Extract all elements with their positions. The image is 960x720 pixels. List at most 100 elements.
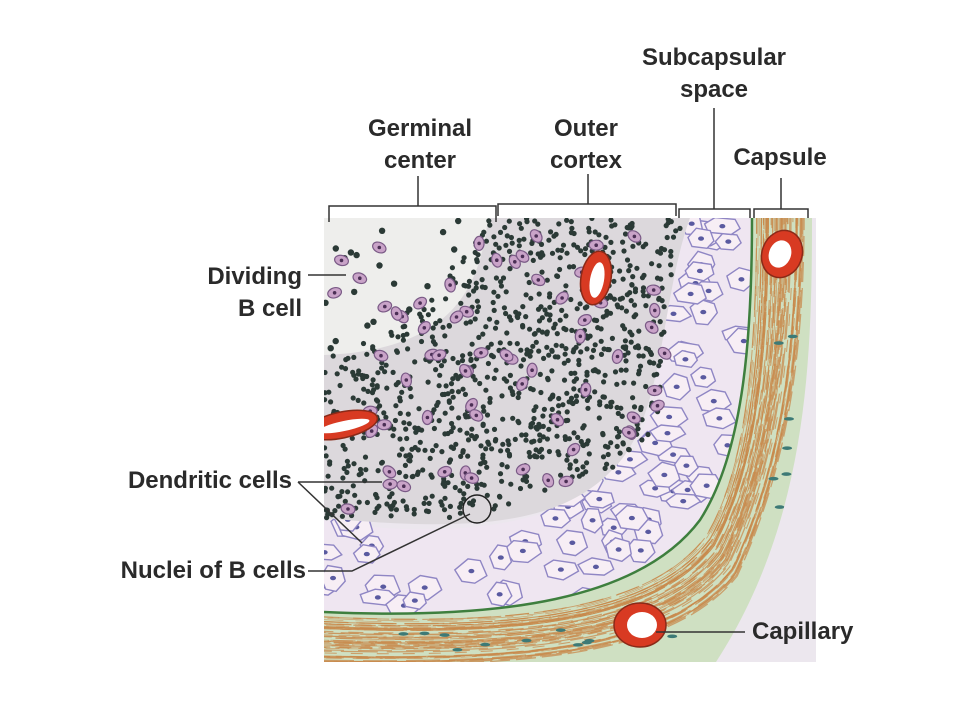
b-cell-nucleus (572, 370, 578, 376)
b-cell-nucleus (601, 379, 607, 385)
b-cell-nucleus (405, 346, 411, 352)
b-cell-nucleus (612, 369, 619, 375)
b-cell-nucleus (370, 377, 376, 383)
b-cell-nucleus (563, 346, 569, 352)
b-cell-nucleus (556, 452, 562, 458)
b-cell-nucleus (624, 257, 631, 263)
b-cell-nucleus (643, 241, 649, 247)
b-cell-nucleus (393, 403, 399, 409)
capsule-vessel-top (760, 229, 804, 279)
b-cell-nucleus (516, 311, 522, 317)
b-cell-nucleus (631, 314, 637, 320)
b-cell-nucleus (582, 251, 588, 258)
b-cell-nucleus (518, 225, 524, 231)
b-cell-nucleus (569, 225, 575, 231)
b-cell-nucleus (639, 437, 645, 443)
b-cell-nucleus (440, 481, 446, 487)
b-cell-nucleus (546, 426, 552, 432)
dendritic-cell-nucleus (448, 283, 452, 287)
b-cell-nucleus (544, 277, 550, 283)
b-cell-nucleus (630, 243, 636, 249)
dendritic-cell-nucleus (513, 260, 517, 264)
b-cell-nucleus (548, 229, 554, 235)
b-cell-nucleus (581, 423, 587, 429)
b-cell-nucleus (462, 391, 468, 397)
dendritic-cell-nucleus (469, 403, 474, 407)
b-cell-nucleus (472, 249, 478, 256)
b-cell-nucleus (363, 467, 369, 473)
b-cell-nucleus (353, 376, 359, 382)
b-cell-nucleus (361, 400, 367, 406)
collagen-fiber (324, 218, 769, 631)
b-cell-nucleus (520, 324, 526, 330)
b-cell-nucleus (617, 450, 623, 456)
b-cell-nucleus (536, 318, 543, 324)
b-cell-nucleus (546, 317, 553, 323)
b-cell-nucleus (530, 257, 536, 263)
b-cell-nucleus (516, 243, 522, 249)
b-cell-nucleus (364, 351, 370, 357)
b-cell-nucleus (396, 469, 402, 476)
b-cell-nucleus (497, 229, 504, 235)
b-cell-nucleus (623, 358, 629, 364)
label-capsule: Capsule (733, 144, 827, 171)
b-cell-nucleus (461, 255, 467, 261)
b-cell-nucleus (530, 387, 536, 393)
sinus-cell-nucleus (592, 564, 599, 570)
dendritic-cell-nucleus (379, 353, 383, 358)
b-cell-nucleus (466, 278, 472, 284)
b-cell-nucleus (574, 306, 580, 312)
collagen-fiber (324, 218, 798, 659)
sinus-cell-nucleus (738, 277, 745, 282)
b-cell-nucleus (539, 269, 545, 275)
b-cell-nucleus (379, 365, 385, 371)
b-cell-nucleus (471, 269, 477, 275)
b-cell-nucleus (421, 500, 427, 506)
fibroblast-nucleus (784, 417, 795, 421)
b-cell-nucleus (577, 301, 583, 307)
collagen-fiber (324, 218, 794, 655)
b-cell-nucleus (532, 331, 538, 337)
dendritic-cell-nucleus (615, 354, 620, 359)
b-cell-nucleus (463, 320, 469, 326)
dendritic-cell-nucleus (632, 415, 636, 420)
b-cell-nucleus (576, 357, 582, 363)
b-cell-nucleus (455, 389, 462, 395)
b-cell-nucleus (540, 434, 546, 440)
b-cell-nucleus (492, 325, 499, 331)
b-cell-nucleus (641, 293, 647, 299)
b-cell-nucleus (567, 462, 573, 468)
b-cell-nucleus (416, 406, 422, 412)
fibroblast-nucleus (581, 640, 592, 645)
b-cell-nucleus (559, 307, 565, 313)
b-cell-nucleus (574, 244, 581, 250)
b-cell-nucleus (554, 331, 560, 337)
b-cell-nucleus (474, 259, 480, 265)
label-subcapsular-line2: space (679, 76, 749, 103)
sinus-cell-nucleus (645, 529, 652, 535)
b-cell-nucleus (392, 417, 398, 424)
b-cell-nucleus (377, 403, 383, 409)
b-cell-nucleus (384, 385, 390, 391)
b-cell-nucleus (509, 389, 515, 395)
b-cell-nucleus (623, 344, 629, 350)
b-cell-nucleus (604, 403, 610, 409)
b-cell-nucleus (507, 372, 513, 378)
b-cell-nucleus (460, 386, 466, 392)
collagen-fiber (324, 218, 760, 623)
b-cell-nucleus (343, 357, 349, 363)
b-cell-nucleus (500, 275, 507, 281)
collagen-fiber (324, 218, 777, 639)
b-cell-nucleus (603, 234, 609, 240)
label-subcapsular-space: Subcapsular space (614, 42, 814, 106)
b-cell-nucleus (467, 351, 473, 357)
b-cell-nucleus (561, 325, 567, 332)
b-cell-nucleus (530, 343, 536, 349)
b-cell-nucleus (668, 272, 674, 278)
dendritic-cell-nucleus (358, 276, 362, 281)
b-cell-nucleus (547, 304, 553, 310)
b-cell-nucleus (325, 511, 331, 517)
b-cell-nucleus (630, 274, 636, 280)
dendritic-cell-nucleus (627, 430, 631, 435)
b-cell-nucleus (574, 466, 580, 473)
